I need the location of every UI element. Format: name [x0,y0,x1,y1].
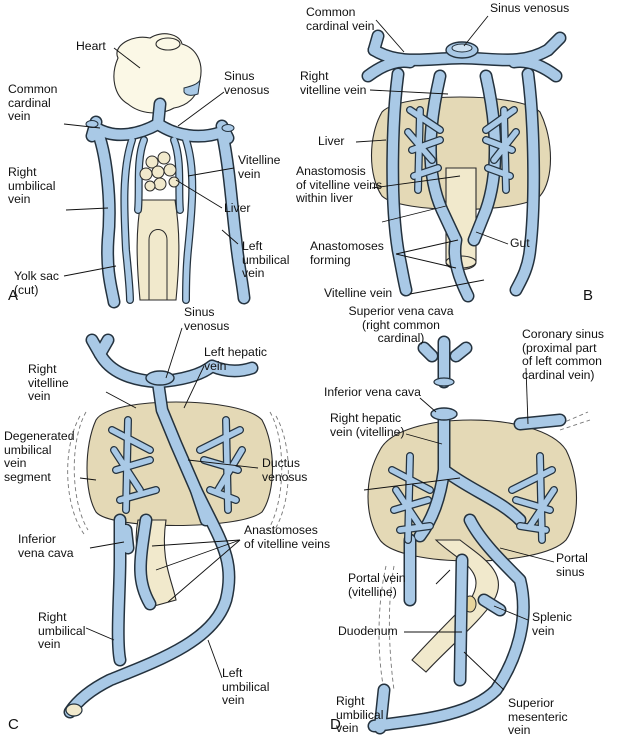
vein-network-d-icon [367,335,567,735]
label-superior-mesenteric: Superior mesenteric vein [508,696,568,737]
label-left-umbilical-c: Left umbilical vein [222,666,270,707]
label-left-umbilical-a: Left umbilical vein [242,239,290,280]
label-anastomosis-b: Anastomosis of vitelline veins within li… [296,164,383,205]
panel-c-art [63,327,289,719]
label-right-umbilical-c: Right umbilical vein [38,610,86,651]
label-ivc-d: Inferior vena cava [324,385,421,399]
leader-lines-b [355,15,509,295]
label-common-cardinal-b: Common cardinal vein [306,5,375,33]
label-anastomoses-forming: Anastomoses forming [310,239,384,267]
label-right-vitelline-c: Right vitelline vein [28,362,69,403]
label-anastomoses-c: Anastomoses of vitelline veins [244,523,331,551]
label-degenerated: Degenerated umbilical vein segment [4,429,75,484]
label-portal-vein: Portal vein (vitelline) [348,571,406,599]
panel-d-art [363,335,591,735]
panel-b-art [355,15,567,303]
label-sinus-venosus-c: Sinus venosus [184,305,230,333]
label-heart: Heart [76,39,106,53]
label-gut: Gut [510,236,530,250]
label-sinus-venosus-b: Sinus venosus [490,1,570,15]
label-splenic-vein: Splenic vein [532,610,572,638]
label-sinus-venosus-a: Sinus venosus [224,69,270,97]
label-duodenum: Duodenum [338,624,398,638]
label-common-cardinal-a: Common cardinal vein [8,82,58,123]
label-vitelline-vein-a: Vitelline vein [238,153,281,181]
label-superior-vena-cava: Superior vena cava (right common cardina… [348,304,454,345]
label-liver-a: Liver [224,201,251,215]
panel-label-b: B [583,287,594,304]
leader-lines-a [63,47,239,277]
panel-a-art [63,33,251,309]
label-liver-b: Liver [318,134,345,148]
vein-network-a-icon [85,97,251,309]
vein-network-b-icon [361,29,567,303]
label-right-umbilical-a: Right umbilical vein [8,165,56,206]
label-coronary-sinus: Coronary sinus (proximal part of left co… [522,327,604,382]
label-right-umbilical-d: Right umbilical vein [336,694,384,735]
leader-lines-d [363,367,555,691]
label-right-vitelline-b: Right vitelline vein [300,69,367,97]
label-yolk-sac: Yolk sac (cut) [14,269,59,297]
label-ductus-venosus: Ductus venosus [262,456,308,484]
panel-label-c: C [8,716,19,733]
vein-network-c-icon [63,333,259,719]
label-vitelline-vein-b: Vitelline vein [324,286,393,300]
label-left-hepatic: Left hepatic vein [204,345,268,373]
label-right-hepatic: Right hepatic vein (vitelline) [330,411,405,439]
panel-label-a: A [8,287,19,304]
liver-bud-icon [139,151,180,192]
label-ivc-c: Inferior vena cava [18,532,74,560]
panel-label-d: D [330,716,341,733]
leader-lines-c [79,327,259,679]
gut-tube-icon [136,199,180,301]
label-portal-sinus: Portal sinus [556,551,588,579]
